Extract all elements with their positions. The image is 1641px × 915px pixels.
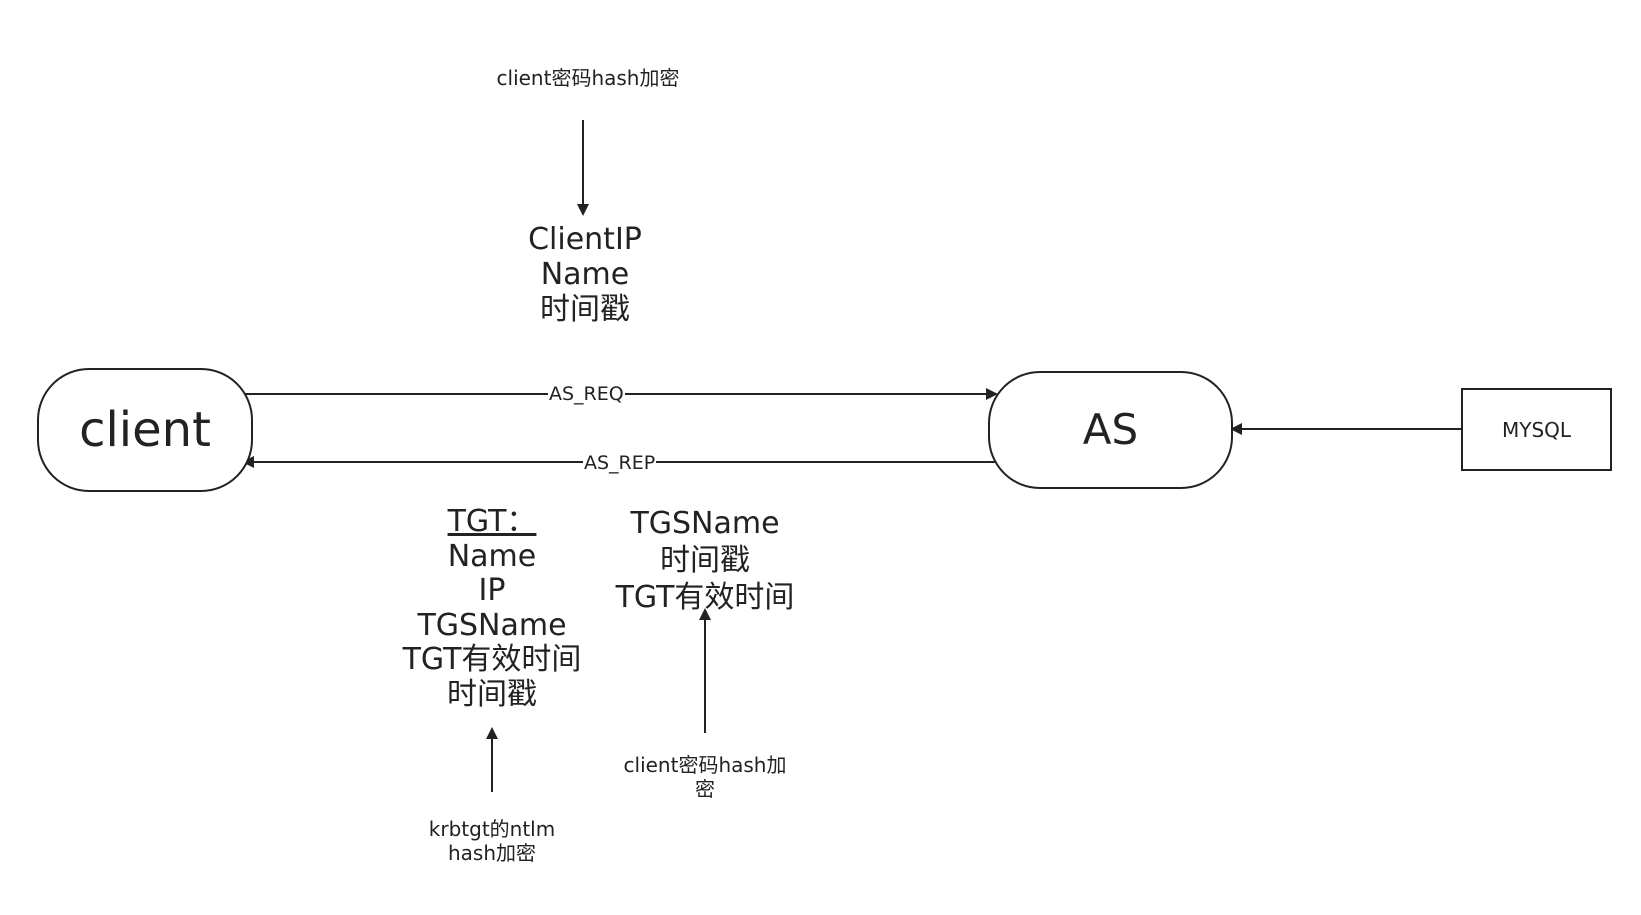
as-rep-label: AS_REP (583, 452, 657, 474)
tgt-field: TGSName (417, 607, 567, 643)
as-node: AS (988, 371, 1233, 489)
tgt-field: Name (447, 538, 537, 574)
session-field: TGSName (630, 506, 780, 541)
tgt-field: IP (478, 573, 506, 608)
tgt-field: 时间戳 (447, 676, 537, 712)
tgt-encrypt-note-line1: krbtgt的ntlm (428, 817, 556, 841)
as-req-fields: ClientIP Name 时间戳 (495, 222, 675, 327)
tgt-encrypt-note-line2: hash加密 (447, 841, 537, 865)
session-encrypt-note-line2: 密 (695, 777, 715, 801)
session-field: 时间戳 (660, 543, 750, 578)
client-node-label: client (79, 402, 211, 458)
session-fields: TGSName 时间戳 TGT有效时间 (605, 505, 805, 616)
tgt-field: TGT有效时间 (402, 642, 582, 677)
as-req-field: 时间戳 (540, 292, 630, 327)
mysql-node-label: MYSQL (1501, 417, 1572, 442)
as-req-field: Name (540, 257, 630, 292)
top-encrypt-note: client密码hash加密 (496, 66, 680, 90)
session-field: TGT有效时间 (615, 580, 795, 615)
tgt-fields: TGT： Name IP TGSName TGT有效时间 时间戳 (392, 504, 592, 712)
tgt-title: TGT： (447, 504, 537, 539)
mysql-node: MYSQL (1461, 388, 1612, 471)
as-req-field: ClientIP (528, 222, 642, 257)
session-encrypt-note-line1: client密码hash加 (623, 753, 787, 777)
tgt-encrypt-note: krbtgt的ntlm hash加密 (402, 817, 582, 865)
session-encrypt-note: client密码hash加 密 (615, 753, 795, 801)
client-node: client (37, 368, 253, 492)
as-node-label: AS (1082, 405, 1139, 454)
as-req-label: AS_REQ (548, 383, 625, 405)
